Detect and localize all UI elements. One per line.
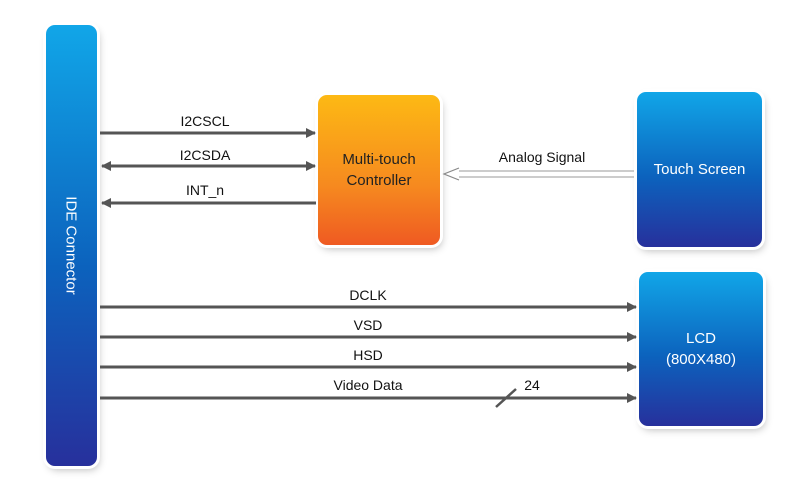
analog-signal-arrow <box>442 167 634 181</box>
touch-screen-block: Touch Screen <box>637 92 762 247</box>
dclk-label: DCLK <box>349 287 387 303</box>
hsd-label: HSD <box>353 347 383 363</box>
touch-screen-label: Touch Screen <box>653 161 746 178</box>
i2cscl-label: I2CSCL <box>180 113 230 129</box>
lcd-block: LCD (800X480) <box>639 272 763 426</box>
bus-width-label: 24 <box>524 377 540 393</box>
i2csda-label: I2CSDA <box>179 147 231 163</box>
lcd-label-line2: (800X480) <box>665 351 737 368</box>
multitouch-controller-block: Multi-touch Controller <box>318 95 440 245</box>
bus-slash-mark <box>495 388 517 408</box>
analog-signal-label: Analog Signal <box>498 149 586 165</box>
lcd-label-line1: LCD <box>685 330 716 347</box>
int-n-label: INT_n <box>185 182 225 198</box>
video-data-label: Video Data <box>333 377 403 393</box>
controller-label-line2: Controller <box>346 172 412 189</box>
controller-label-line1: Multi-touch <box>342 151 416 168</box>
vsd-label: VSD <box>353 317 383 333</box>
ide-connector-block: IDE Connector <box>46 25 97 466</box>
